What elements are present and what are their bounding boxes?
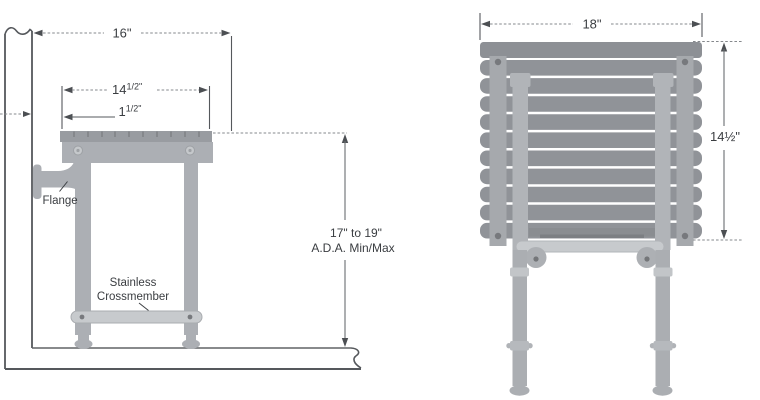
arrow-right-icon (221, 29, 231, 37)
front-leg (75, 163, 91, 335)
flange-label: Flange (43, 195, 78, 207)
seat-slat-strip (60, 131, 212, 142)
arrow-down-icon (720, 230, 728, 239)
dim-14-5-side-label: 141/2" (112, 82, 142, 98)
rail-bolt-bottom-left (494, 232, 502, 240)
collar-lower-left (510, 341, 529, 351)
slat (480, 168, 702, 185)
rail-bolt-top-left (494, 58, 502, 66)
flange-leader-line (59, 181, 68, 192)
slat (480, 186, 702, 203)
dim-16-label: 16" (112, 26, 131, 41)
crossmember-leader-line (138, 302, 149, 311)
crossmember-callout: Stainless Crossmember (97, 277, 169, 311)
dim-16: 16" (33, 26, 233, 131)
frame-rail-left (489, 56, 507, 246)
dim-14-5-top: 14½" (693, 40, 742, 241)
slat (480, 60, 702, 76)
rear-leg (184, 163, 198, 335)
arrow-right-icon (692, 20, 701, 28)
collar-lower-right (653, 341, 673, 351)
foot-pad-right (652, 385, 673, 396)
rear-foot-stem (186, 335, 196, 342)
under-seat-bar (529, 228, 655, 237)
crossmember-bar (70, 310, 203, 324)
arrow-down-icon (341, 338, 349, 347)
dim-1-5-label: 11/2" (119, 104, 142, 120)
frame-rail-right (676, 56, 694, 246)
rail-bolt-top-right (681, 58, 689, 66)
bench-side (33, 131, 213, 349)
slat (480, 114, 702, 130)
dim-14-5-side: 141/2" (61, 82, 211, 129)
crossmember-label-line2: Crossmember (97, 291, 169, 303)
apron-bolt-left-center (76, 148, 80, 153)
rail-bolt-bottom-right (681, 232, 689, 240)
wall-break-squiggle (4, 27, 33, 35)
dim-frac: 1/2" (126, 104, 142, 114)
hub-bolt-left (533, 256, 539, 262)
seat-apron (62, 142, 213, 163)
arrow-right-icon (199, 86, 208, 94)
leg-lower-left (512, 250, 527, 386)
arrow-left-icon (481, 20, 490, 28)
leg-upper-left (512, 73, 528, 250)
side-view: 16" 141/2" 11/2" 17" to 19" A.D.A. Mi (0, 26, 395, 370)
dim-18: 18" (479, 13, 703, 40)
dim-whole: 14 (112, 82, 126, 97)
wall-side-slat (480, 42, 702, 58)
crossmember-bolt-left (79, 314, 85, 320)
dim-1-5: 11/2" (63, 104, 142, 121)
slat (480, 150, 702, 167)
apron-bolts (73, 145, 195, 156)
top-view: 18" 14½" (479, 13, 742, 396)
wall (0, 27, 33, 369)
floor (5, 347, 362, 370)
wall-pointer-arrow-icon (23, 111, 31, 117)
hub-bolt-right (644, 256, 650, 262)
height-range-label: 17" to 19" (330, 226, 382, 240)
dim-whole: 1 (119, 104, 126, 119)
dim-frac: 1/2" (126, 82, 142, 92)
crossmember-bar-top-view (515, 240, 665, 253)
crossmember-bolt-right (187, 314, 193, 320)
slat (480, 96, 702, 112)
collar-upper-right (653, 267, 673, 277)
slat (480, 132, 702, 148)
dim-14-5-top-label: 14½" (710, 129, 740, 144)
arrow-left-icon (33, 29, 43, 37)
slat-gap-ticks (73, 131, 200, 137)
arrow-left-icon (63, 86, 73, 94)
crossmember-label-line1: Stainless (110, 277, 157, 289)
arrow-up-icon (341, 134, 349, 143)
leg-lower-right (655, 250, 670, 386)
rear-foot-pad (182, 339, 200, 349)
bench-slats (480, 60, 702, 239)
slat (480, 204, 702, 221)
slat (480, 78, 702, 94)
front-foot-stem (78, 335, 89, 342)
front-foot-pad (74, 339, 93, 349)
dim-height: 17" to 19" A.D.A. Min/Max (213, 132, 395, 347)
dim-18-label: 18" (582, 17, 601, 32)
leg-upper-right (655, 73, 671, 250)
height-ada-label: A.D.A. Min/Max (311, 241, 394, 255)
flange-wall-plate (33, 164, 42, 199)
flange-callout: Flange (43, 181, 78, 207)
apron-bolt-right-center (188, 148, 192, 153)
foot-pad-left (509, 385, 530, 396)
arrow-left-icon (63, 113, 73, 121)
under-seat-bar-shadow (540, 234, 644, 238)
collar-upper-left (510, 267, 529, 277)
floor-break-squiggle (350, 347, 362, 369)
arrow-up-icon (720, 42, 728, 52)
